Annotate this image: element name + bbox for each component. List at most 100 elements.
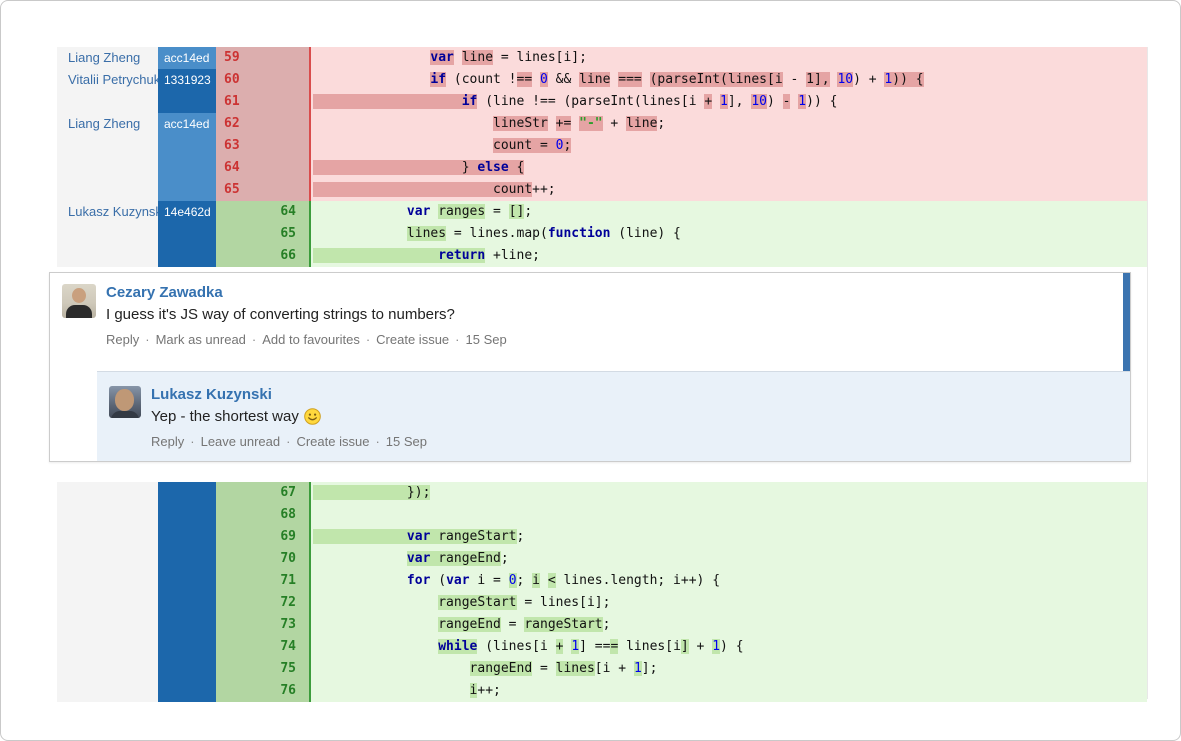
blame-commit-hash[interactable]: 1331923 [158, 69, 216, 91]
blame-commit-cell [158, 592, 216, 614]
code-token [548, 116, 556, 131]
code-line: lines = lines.map(function (line) { [309, 223, 1147, 245]
action-link-reply[interactable]: Reply [151, 434, 185, 449]
new-line-number[interactable]: 76 [280, 683, 296, 698]
blame-author[interactable]: Liang Zheng [57, 113, 158, 135]
code-token: var [406, 529, 431, 544]
code-token: ; [563, 138, 572, 153]
code-token: 0 [540, 72, 548, 87]
comment-author-link[interactable]: Lukasz Kuzynski [151, 386, 272, 403]
blame-commit-cell [158, 135, 216, 157]
code-token: + [704, 94, 713, 109]
new-line-number[interactable]: 67 [280, 485, 296, 500]
code-token: lines.length; i++) { [555, 573, 721, 588]
line-number-gutter: 69 [216, 526, 309, 548]
old-line-number[interactable]: 63 [224, 138, 240, 153]
code-token: rangeEnd [438, 617, 501, 632]
avatar [62, 284, 96, 318]
code-token [313, 182, 494, 197]
comment-date: 15 Sep [385, 434, 427, 449]
line-number-gutter: 62 [216, 113, 309, 135]
old-line-number[interactable]: 61 [224, 94, 240, 109]
code-token: + [555, 639, 564, 654]
old-line-number[interactable]: 62 [224, 116, 240, 131]
code-line: rangeStart = lines[i]; [309, 592, 1147, 614]
comment-text: I guess it's JS way of converting string… [106, 306, 455, 323]
blame-commit-cell [158, 245, 216, 267]
code-token: lines[i [618, 639, 681, 654]
code-token: count = [493, 138, 556, 153]
new-line-number[interactable]: 75 [280, 661, 296, 676]
old-line-number[interactable]: 59 [224, 50, 240, 65]
new-line-number[interactable]: 68 [280, 507, 296, 522]
code-token [313, 50, 430, 65]
blame-commit-cell [158, 504, 216, 526]
blame-commit-hash[interactable]: acc14ed [158, 47, 216, 69]
action-link-mark-as-unread[interactable]: Mark as unread [155, 332, 246, 347]
blame-author-cell [57, 482, 158, 504]
new-line-number[interactable]: 73 [280, 617, 296, 632]
line-number-gutter: 59 [216, 47, 309, 69]
blame-author-cell [57, 179, 158, 201]
line-number-gutter: 70 [216, 548, 309, 570]
code-token: ] == [579, 639, 611, 654]
blame-author-cell [57, 680, 158, 702]
diff-row: 73 rangeEnd = rangeStart; [57, 614, 1147, 636]
old-line-number[interactable]: 60 [224, 72, 240, 87]
code-token [313, 116, 493, 131]
new-line-number[interactable]: 66 [280, 248, 296, 263]
code-token: } [461, 160, 478, 175]
code-token: ]; [641, 661, 658, 676]
line-number-gutter: 76 [216, 680, 309, 702]
code-token [454, 50, 462, 65]
new-line-number[interactable]: 70 [280, 551, 296, 566]
action-separator: · [375, 434, 380, 449]
blame-author[interactable]: Lukasz Kuzynski [57, 201, 158, 223]
code-token: = lines[i]; [516, 595, 611, 610]
code-token [313, 639, 438, 654]
old-line-number[interactable]: 65 [224, 182, 240, 197]
code-token: lines [555, 661, 595, 676]
blame-commit-hash[interactable]: acc14ed [158, 113, 216, 135]
code-token [313, 551, 407, 566]
code-line: count = 0; [309, 135, 1147, 157]
blame-commit-cell [158, 91, 216, 113]
diff-row: 70 var rangeEnd; [57, 548, 1147, 570]
new-line-number[interactable]: 64 [280, 204, 296, 219]
code-token: = [500, 617, 525, 632]
action-link-add-to-favourites[interactable]: Add to favourites [262, 332, 360, 347]
line-number-gutter: 64 [216, 157, 309, 179]
code-token: var [446, 573, 470, 588]
blame-author[interactable]: Liang Zheng [57, 47, 158, 69]
line-number-gutter: 71 [216, 570, 309, 592]
new-line-number[interactable]: 69 [280, 529, 296, 544]
line-number-gutter: 65 [216, 223, 309, 245]
new-line-number[interactable]: 71 [280, 573, 296, 588]
new-line-number[interactable]: 74 [280, 639, 296, 654]
code-token: ++; [477, 683, 501, 698]
line-number-gutter: 65 [216, 179, 309, 201]
blame-commit-cell [158, 658, 216, 680]
action-link-create-issue[interactable]: Create issue [376, 332, 450, 347]
action-link-leave-unread[interactable]: Leave unread [200, 434, 281, 449]
diff-row: 67 }); [57, 482, 1147, 504]
line-number-gutter: 74 [216, 636, 309, 658]
code-token: (line !== (parseInt(lines[i [477, 94, 705, 109]
action-link-create-issue[interactable]: Create issue [296, 434, 370, 449]
code-token [540, 573, 548, 588]
blame-commit-hash[interactable]: 14e462d [158, 201, 216, 223]
blame-author[interactable]: Vitalii Petrychuk [57, 69, 158, 91]
action-link-reply[interactable]: Reply [106, 332, 140, 347]
code-token: = lines[i]; [493, 50, 587, 65]
old-line-number[interactable]: 64 [224, 160, 240, 175]
comment-actions: Reply·Mark as unread·Add to favourites·C… [106, 332, 1100, 347]
new-line-number[interactable]: 65 [280, 226, 296, 241]
new-line-number[interactable]: 72 [280, 595, 296, 610]
comment-author-link[interactable]: Cezary Zawadka [106, 284, 223, 301]
code-token: }); [406, 485, 431, 500]
code-token: += [555, 116, 572, 131]
code-token [313, 683, 470, 698]
